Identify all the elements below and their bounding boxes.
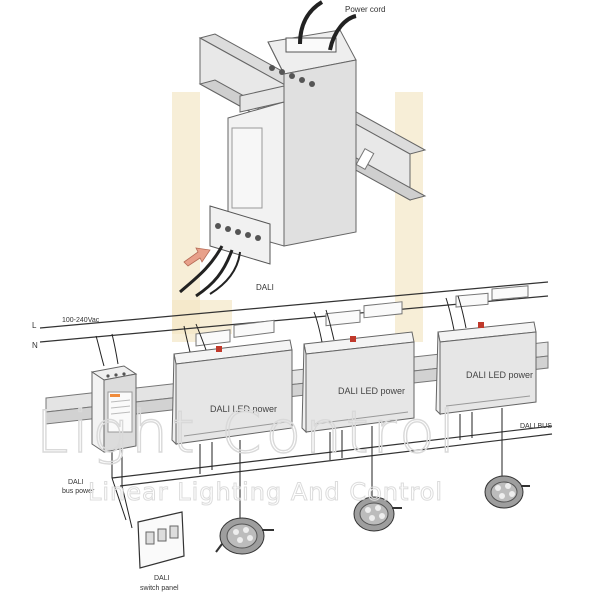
power-cord-label: Power cord bbox=[345, 5, 385, 14]
bottom-terminal-block bbox=[209, 205, 271, 265]
dali-wire-bundle bbox=[179, 245, 241, 298]
switch-panel-label-1: DALI bbox=[154, 575, 170, 582]
downlight-2 bbox=[353, 496, 402, 532]
bottom-din-rail bbox=[45, 341, 549, 425]
bus-power-wires bbox=[95, 333, 123, 486]
led-power-module-2: DALI LED power bbox=[301, 301, 415, 500]
insert-arrow bbox=[183, 247, 211, 267]
watermark-line-1: Light Control bbox=[36, 398, 459, 466]
bus-power-label-1: DALI bbox=[68, 479, 84, 486]
dali-top-label: DALI bbox=[256, 283, 274, 292]
dali-bus-power-unit bbox=[90, 365, 138, 453]
module-3-label: DALI LED power bbox=[466, 370, 533, 380]
switch-panel-label-2: switch panel bbox=[140, 585, 179, 592]
downlight-1 bbox=[215, 517, 274, 555]
line-l-label: L bbox=[32, 321, 37, 330]
bus-power-label-2: bus power bbox=[62, 488, 95, 495]
led-power-module-1: DALI LED power bbox=[171, 319, 293, 520]
watermark-line-2: Linear Lighting And Control bbox=[88, 478, 443, 506]
led-power-module-3: DALI LED power bbox=[435, 285, 537, 478]
line-n-label: N bbox=[32, 341, 38, 350]
power-cord bbox=[298, 0, 357, 51]
dali-switch-panel bbox=[111, 477, 185, 569]
dali-bus-label: DALI BUS bbox=[520, 423, 552, 430]
top-module bbox=[209, 29, 357, 265]
module-1-label: DALI LED power bbox=[210, 404, 277, 414]
watermark-accent-shapes bbox=[172, 92, 423, 342]
dali-bus-lines bbox=[111, 425, 553, 487]
downlight-3 bbox=[484, 475, 530, 509]
voltage-label: 100-240Vac bbox=[62, 317, 100, 324]
module-2-label: DALI LED power bbox=[338, 386, 405, 396]
